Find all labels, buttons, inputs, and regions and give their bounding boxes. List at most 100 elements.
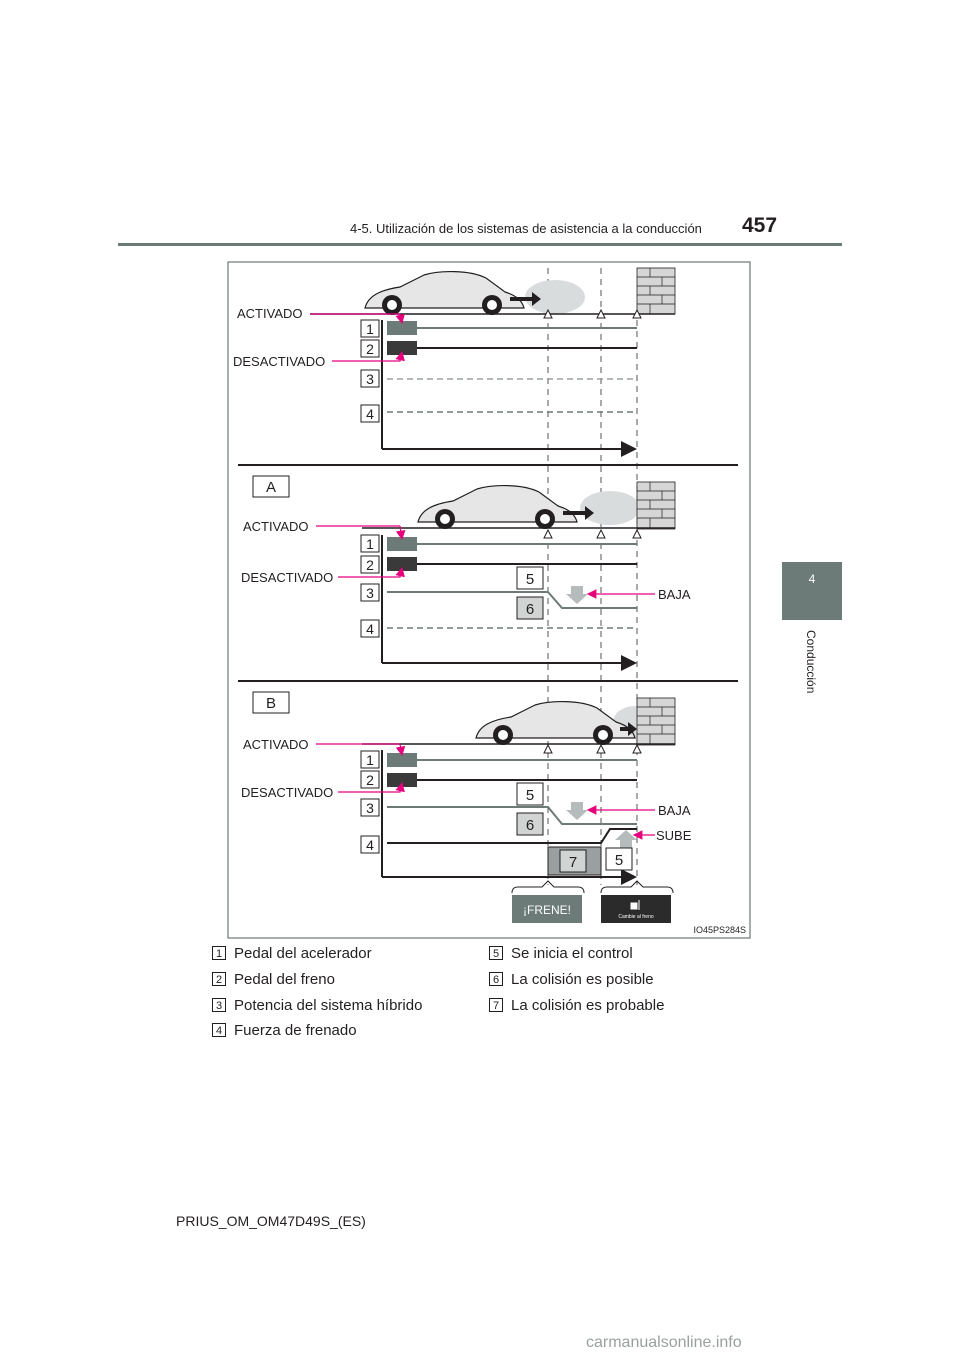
low-label: BAJA [658, 587, 691, 602]
svg-text:3: 3 [366, 800, 374, 816]
legend-item: 3 Potencia del sistema híbrido [212, 997, 422, 1014]
trigger-markers [543, 308, 642, 319]
header-title: 4-5. Utilización de los sistemas de asis… [350, 221, 702, 236]
off-label: DESACTIVADO [241, 570, 333, 585]
change-to-brake-display: Cambie al freno [601, 895, 671, 923]
svg-text:3: 3 [366, 371, 374, 387]
car-icon [475, 700, 637, 745]
section-normal: ACTIVADO DESACTIVADO 1 2 3 4 [233, 267, 676, 457]
brake-off-bar [387, 773, 417, 787]
off-label: DESACTIVADO [241, 785, 333, 800]
figure-frame [227, 261, 751, 939]
on-leader-arrow [395, 525, 406, 541]
brake-off-bar [387, 341, 417, 355]
brake-off-bar [387, 557, 417, 571]
legend-item: 7 La colisión es probable [489, 997, 664, 1014]
change-to-brake-text: Cambie al freno [618, 914, 654, 920]
legend-text: La colisión es probable [511, 997, 665, 1014]
legend-text: Se inicia el control [511, 945, 633, 962]
down-arrow-icon [566, 586, 588, 604]
svg-text:1: 1 [366, 536, 374, 552]
section-a: A 5 6 [241, 475, 691, 671]
trigger-markers [543, 528, 642, 539]
svg-text:7: 7 [569, 854, 577, 871]
sensor-beam [580, 491, 640, 525]
wall-icon [636, 481, 676, 530]
sensor-beam [525, 280, 585, 314]
foot-pedal-icon [630, 900, 640, 910]
collision-possible-badge: 6 [516, 596, 544, 620]
svg-text:6: 6 [526, 817, 534, 834]
car-icon [417, 484, 594, 529]
accelerator-on-bar [387, 321, 417, 335]
svg-text:5: 5 [526, 571, 534, 588]
page-number: 457 [742, 214, 778, 237]
brake-alert-text: ¡FRENE! [523, 903, 571, 917]
on-label: ACTIVADO [237, 306, 303, 321]
svg-text:1: 1 [366, 321, 374, 337]
legend-number: 4 [212, 1023, 226, 1037]
off-leader [338, 781, 405, 793]
svg-text:6: 6 [526, 601, 534, 618]
section-a-label: A [266, 479, 276, 496]
legend-text: Potencia del sistema híbrido [234, 997, 423, 1014]
control-start-badge: 5 [516, 566, 544, 590]
off-label: DESACTIVADO [233, 354, 325, 369]
legend-number: 3 [212, 998, 226, 1012]
svg-text:4: 4 [366, 621, 374, 637]
on-label: ACTIVADO [243, 519, 309, 534]
svg-text:4: 4 [366, 406, 374, 422]
display-brackets [511, 880, 674, 894]
legend-number: 5 [489, 946, 503, 960]
chapter-tab [782, 562, 842, 620]
accelerator-on-bar [387, 537, 417, 551]
svg-text:4: 4 [366, 837, 374, 853]
legend-number: 1 [212, 946, 226, 960]
num-badges: 1 2 3 4 [360, 319, 380, 423]
legend-item: 6 La colisión es posible [489, 971, 654, 988]
high-label: SUBE [656, 828, 692, 843]
header-rule [118, 243, 842, 246]
brake-force-line [387, 828, 637, 844]
legend-text: La colisión es posible [511, 971, 654, 988]
wall-icon [636, 267, 676, 315]
wall-icon [636, 697, 676, 746]
svg-text:3: 3 [366, 585, 374, 601]
legend-text: Pedal del acelerador [234, 945, 372, 962]
legend-number: 7 [489, 998, 503, 1012]
down-arrow-icon [566, 802, 588, 820]
chapter-number: 4 [808, 572, 816, 586]
legend-number: 6 [489, 972, 503, 986]
car-icon [364, 270, 541, 315]
legend-number: 2 [212, 972, 226, 986]
footer-doc-id: PRIUS_OM_OM47D49S_(ES) [176, 1213, 366, 1229]
hybrid-power-line [387, 806, 637, 825]
section-a-label-box [252, 475, 290, 498]
section-b-label: B [266, 695, 276, 712]
svg-text:2: 2 [366, 557, 374, 573]
on-leader-arrow [395, 313, 405, 325]
time-guides [547, 268, 638, 885]
legend-item: 1 Pedal del acelerador [212, 945, 372, 962]
svg-text:1: 1 [366, 752, 374, 768]
num-badges: 1 2 3 4 [360, 750, 380, 854]
section-b: B 5 6 [241, 691, 692, 885]
collision-possible-badge: 6 [516, 812, 544, 836]
collision-probable-region: 7 5 [547, 846, 633, 876]
svg-text:5: 5 [526, 787, 534, 804]
on-leader-arrow [395, 743, 406, 757]
control-start-badge: 5 [516, 782, 544, 806]
legend-text: Pedal del freno [234, 971, 335, 988]
off-leader [338, 566, 405, 578]
svg-text:5: 5 [615, 852, 623, 869]
section-b-label-box [252, 691, 290, 714]
svg-text:2: 2 [366, 772, 374, 788]
svg-text:2: 2 [366, 341, 374, 357]
watermark: carmanualsonline.info [586, 1334, 742, 1351]
brake-alert-display: ¡FRENE! [512, 895, 582, 923]
off-leader [332, 350, 405, 362]
low-label: BAJA [658, 803, 691, 818]
legend-item: 2 Pedal del freno [212, 971, 335, 988]
